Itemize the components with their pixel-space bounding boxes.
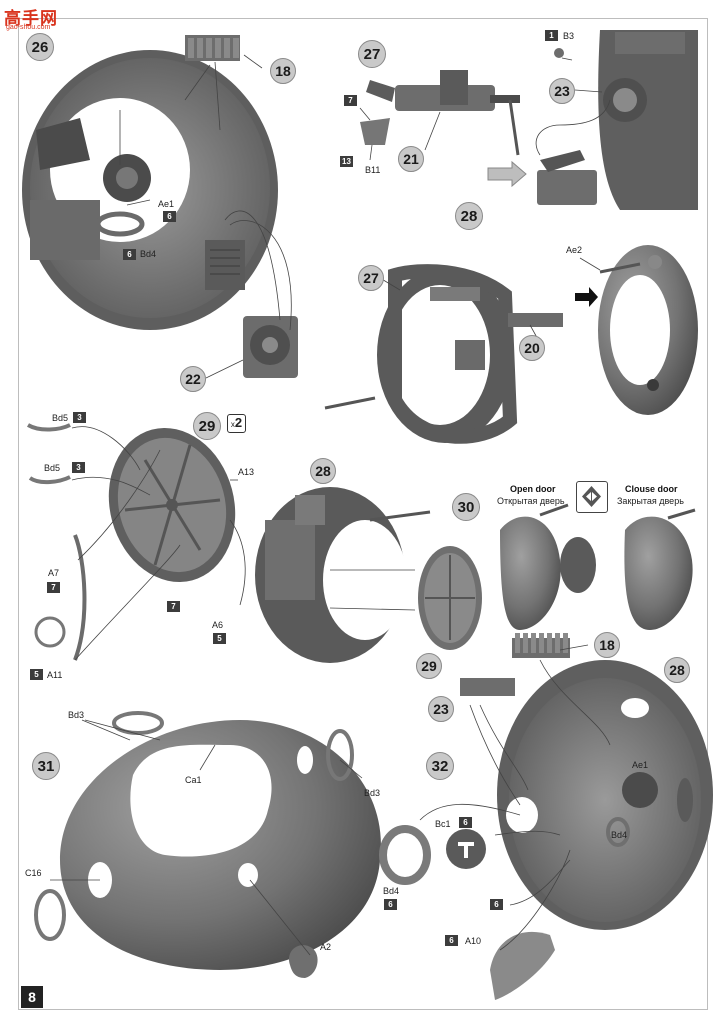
step-31-number: 31 bbox=[32, 752, 60, 780]
part-ae1-label: Ae1 bbox=[158, 199, 175, 209]
part-27-circle: 27 bbox=[358, 265, 384, 291]
watermark-url: gao-shou.com bbox=[6, 24, 51, 31]
step29-door bbox=[26, 423, 246, 661]
step30-assembly bbox=[255, 487, 696, 663]
part-ae1-qty: 6 bbox=[163, 211, 176, 222]
part-bd5-top-qty: 3 bbox=[73, 412, 86, 423]
part-a11-qty: 5 bbox=[30, 669, 43, 680]
step-30-number: 30 bbox=[452, 493, 480, 521]
multiplier-value: 2 bbox=[234, 415, 243, 430]
part-a2-label: A2 bbox=[320, 942, 332, 952]
step31-hull-exterior bbox=[34, 711, 381, 978]
part-ca1-label: Ca1 bbox=[185, 775, 202, 785]
page-frame bbox=[18, 18, 708, 1010]
part-a11-label: A11 bbox=[47, 670, 63, 680]
part-28-circle: 28 bbox=[310, 458, 336, 484]
part-29-circle: 29 bbox=[416, 653, 442, 679]
part-7-qty: 7 bbox=[344, 95, 357, 106]
part-21-circle: 21 bbox=[398, 146, 424, 172]
part-28-circle-32: 28 bbox=[664, 657, 690, 683]
step-26-number: 26 bbox=[26, 33, 54, 61]
watermark-logo-text: 高手网 bbox=[4, 9, 58, 29]
part-18-circle-32: 18 bbox=[594, 632, 620, 658]
part-ae1-label-32: Ae1 bbox=[632, 760, 649, 770]
close-door-title: Clouse door bbox=[625, 484, 678, 494]
part-bd5-bottom-qty: 3 bbox=[72, 462, 85, 473]
part-20-circle: 20 bbox=[519, 335, 545, 361]
part-22-circle: 22 bbox=[180, 366, 206, 392]
part-b11-qty: 13 bbox=[340, 156, 353, 167]
part-bd5-bottom-label: Bd5 bbox=[44, 463, 61, 473]
part-a6-label: A6 bbox=[212, 620, 224, 630]
site-watermark: 高手网 gao-shou.com bbox=[4, 4, 74, 34]
part-a10-label: A10 bbox=[465, 936, 482, 946]
open-door-subtitle: Открытая дверь bbox=[497, 496, 565, 506]
step-29-number: 29 bbox=[193, 412, 221, 440]
door-arrows-icon bbox=[582, 486, 601, 507]
page-number: 8 bbox=[21, 986, 43, 1008]
open-close-door-icon bbox=[576, 481, 608, 513]
part-ae2-label: Ae2 bbox=[566, 245, 583, 255]
part-bd4-left-label: Bd4 bbox=[383, 886, 400, 896]
part-23-circle-32: 23 bbox=[428, 696, 454, 722]
step-29-multiplier: x2 bbox=[227, 414, 246, 433]
multiplier-sign: x bbox=[230, 420, 235, 429]
part-a10-qty: 6 bbox=[445, 935, 458, 946]
part-bd3-top-label: Bd3 bbox=[68, 710, 85, 720]
close-door-subtitle: Закрытая дверь bbox=[617, 496, 684, 506]
part-b3-label: B3 bbox=[563, 31, 575, 41]
step-28-number: 28 bbox=[455, 202, 483, 230]
part-bd4-qty: 6 bbox=[123, 249, 136, 260]
part-b3-qty: 1 bbox=[545, 30, 558, 41]
step-27-number: 27 bbox=[358, 40, 386, 68]
part-bd4-label: Bd4 bbox=[140, 249, 157, 259]
part-a7-label: A7 bbox=[48, 568, 60, 578]
part-bc1-qty: 6 bbox=[459, 817, 472, 828]
part-18-circle: 18 bbox=[270, 58, 296, 84]
step28-assembly bbox=[324, 245, 698, 444]
step26-hull bbox=[22, 35, 298, 379]
part-bd5-top-label: Bd5 bbox=[52, 413, 69, 423]
part-bc1-label: Bc1 bbox=[435, 819, 451, 829]
part-a13-label: A13 bbox=[238, 467, 255, 477]
part-a6-qty: 5 bbox=[213, 633, 226, 644]
part-c16-label: C16 bbox=[25, 868, 42, 878]
step32-hull-interior bbox=[379, 633, 713, 1000]
step27b-hull-corner bbox=[535, 30, 698, 210]
part-bd4-left-qty: 6 bbox=[384, 899, 397, 910]
part-a7-qty: 7 bbox=[47, 582, 60, 593]
part-qty-6: 6 bbox=[490, 899, 503, 910]
part-bd4-right-label: Bd4 bbox=[611, 830, 628, 840]
part-b11-label: B11 bbox=[365, 165, 381, 175]
part-23-circle: 23 bbox=[549, 78, 575, 104]
open-door-title: Open door bbox=[510, 484, 556, 494]
part-7-door-qty: 7 bbox=[167, 601, 180, 612]
step27-machine-gun bbox=[359, 70, 527, 188]
step-32-number: 32 bbox=[426, 752, 454, 780]
part-bd3-right-label: Bd3 bbox=[364, 788, 381, 798]
